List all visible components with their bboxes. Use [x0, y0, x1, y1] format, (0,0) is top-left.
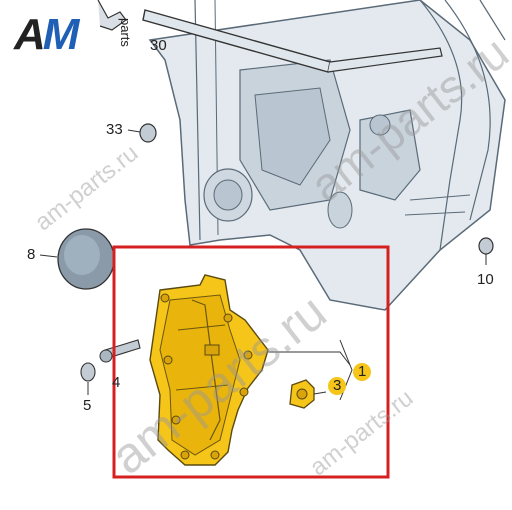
- highlight-frame: [112, 245, 390, 479]
- badge-1: [353, 363, 371, 381]
- callout-33: 33: [106, 121, 123, 138]
- callout-1: 1: [358, 363, 367, 380]
- callout-5: 5: [83, 397, 92, 414]
- grommet-5: [80, 362, 96, 382]
- logo-suffix: parts: [118, 18, 133, 47]
- logo-letters: AM: [14, 10, 79, 59]
- callout-8: 8: [27, 246, 36, 263]
- grommet-33: [139, 123, 157, 143]
- badge-3: [328, 377, 346, 395]
- callout-4: 4: [112, 374, 121, 391]
- callout-3: 3: [333, 377, 342, 394]
- callout-10: 10: [477, 271, 494, 288]
- grommet-10: [478, 237, 494, 255]
- callout-30: 30: [150, 37, 167, 54]
- brand-logo: AM parts: [14, 12, 140, 58]
